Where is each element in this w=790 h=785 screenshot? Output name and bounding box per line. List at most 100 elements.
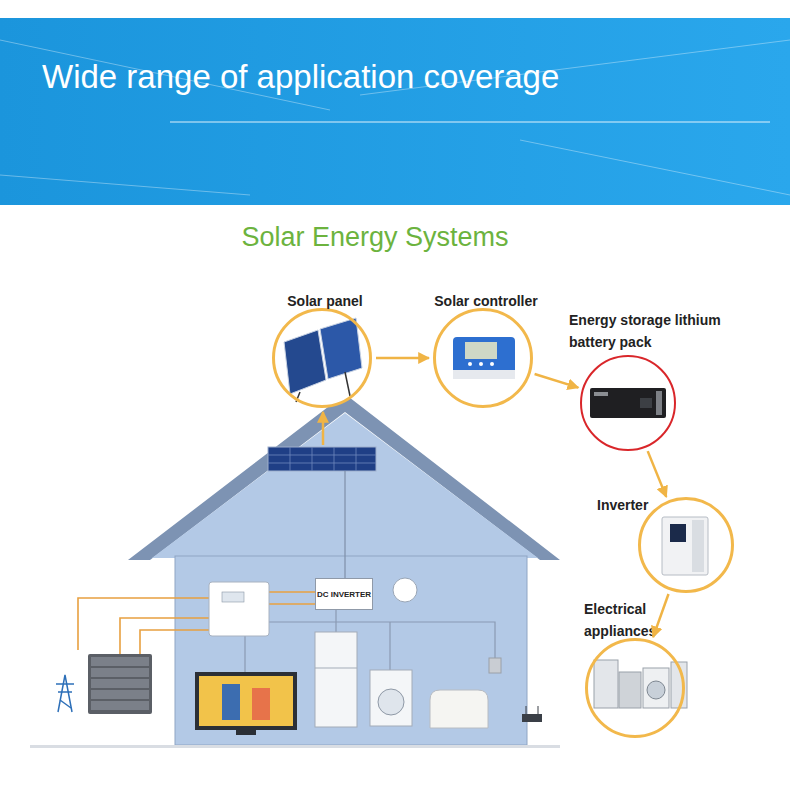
- fridge-split: [315, 668, 357, 669]
- controller-lcd: [465, 342, 497, 359]
- component-circle: Solar panel: [272, 308, 372, 408]
- inverter-picture: [662, 517, 708, 575]
- fridge-picture: [594, 660, 618, 708]
- tower-arm: [58, 691, 72, 693]
- washer: [370, 670, 412, 726]
- component-label: Solar panel: [265, 290, 385, 312]
- wire: [244, 635, 245, 672]
- controller-button: [468, 362, 472, 366]
- circle-fill: [435, 310, 531, 406]
- grid-line: [334, 447, 335, 471]
- flow-arrow: [648, 451, 667, 497]
- ground: [30, 745, 560, 748]
- flow-arrow: [376, 357, 429, 360]
- rack-unit: [91, 679, 149, 688]
- controller-button: [490, 362, 494, 366]
- section-heading: Solar Energy Systems: [180, 222, 570, 253]
- panel-leg: [345, 372, 350, 396]
- roof-edge: [128, 394, 560, 560]
- battery-rack: [88, 654, 152, 714]
- component-circle: Electrical appliances: [585, 638, 685, 738]
- circle-fill: [582, 357, 674, 449]
- panel-picture: [320, 318, 362, 379]
- battery-ports: [640, 398, 652, 408]
- wire: [389, 622, 390, 670]
- lamp: [489, 658, 501, 673]
- panel-leg: [296, 392, 300, 402]
- component-label: Electrical appliances: [584, 598, 684, 642]
- rack-unit: [91, 701, 149, 710]
- fridge: [315, 632, 357, 727]
- router-antenna: [526, 706, 527, 714]
- controller-button: [479, 362, 483, 366]
- banner: [0, 18, 790, 205]
- tv-figure: [222, 684, 240, 720]
- router: [522, 714, 542, 722]
- wires: [78, 592, 315, 655]
- circle-fill: [640, 499, 732, 591]
- wire: [344, 471, 345, 578]
- house-inverter: [209, 582, 269, 636]
- tv-stand: [236, 730, 256, 735]
- power-tower: [56, 675, 74, 712]
- flow-arrow: [535, 374, 579, 388]
- controller-terminals: [453, 370, 515, 379]
- flow-arrow: [653, 594, 668, 637]
- router-antenna: [538, 706, 539, 714]
- grid-line: [312, 447, 313, 471]
- tv-screen: [199, 676, 293, 726]
- component-circle: Inverter: [638, 497, 734, 593]
- circle-fill: [274, 310, 370, 406]
- wire: [269, 603, 315, 605]
- stove-picture: [619, 672, 641, 708]
- wire: [140, 630, 209, 655]
- wire: [269, 622, 495, 658]
- tv-figure: [252, 688, 270, 720]
- controller-picture: [453, 337, 515, 379]
- panel-picture: [284, 330, 326, 394]
- grid-line: [268, 455, 376, 456]
- rack-unit: [91, 657, 149, 666]
- inverter-screen: [670, 524, 686, 542]
- panel-grid: [268, 447, 376, 471]
- circle-fill: [587, 640, 683, 736]
- tv-frame: [195, 672, 297, 730]
- inverter-side: [692, 520, 704, 572]
- wire: [120, 618, 209, 655]
- wire: [269, 591, 315, 593]
- battery-badge: [594, 392, 608, 396]
- component-label: Inverter: [597, 494, 659, 516]
- grid-line: [290, 447, 291, 471]
- page-title: Wide range of application coverage: [42, 58, 559, 96]
- roof-solar-panel: [268, 447, 376, 471]
- inverter-screen: [222, 592, 244, 602]
- title-rule: [170, 122, 770, 123]
- device-label: DC INVERTER: [317, 590, 371, 599]
- grid-line: [356, 447, 357, 471]
- component-circle: Solar controller: [433, 308, 533, 408]
- meter-dial: [393, 578, 417, 602]
- washer-picture: [643, 668, 669, 708]
- battery-handle: [656, 391, 662, 415]
- banner-streaks: [0, 40, 790, 195]
- rack-body: [88, 654, 152, 714]
- grid-line: [268, 463, 376, 464]
- device-box: DC INVERTER: [315, 578, 373, 610]
- component-circle: Energy storage lithium battery pack: [580, 355, 676, 451]
- washer-door: [378, 689, 404, 715]
- streak: [0, 175, 250, 195]
- rack-unit: [91, 690, 149, 699]
- roof-arrow: [322, 412, 325, 445]
- battery-picture: [590, 388, 666, 418]
- washer-door: [647, 681, 665, 699]
- wire: [78, 598, 209, 650]
- tower-arm: [56, 683, 74, 685]
- armchair: [430, 690, 488, 728]
- tower-brace: [60, 700, 71, 708]
- component-label: Solar controller: [416, 290, 556, 312]
- streak: [520, 140, 790, 195]
- house-wires: [245, 610, 495, 672]
